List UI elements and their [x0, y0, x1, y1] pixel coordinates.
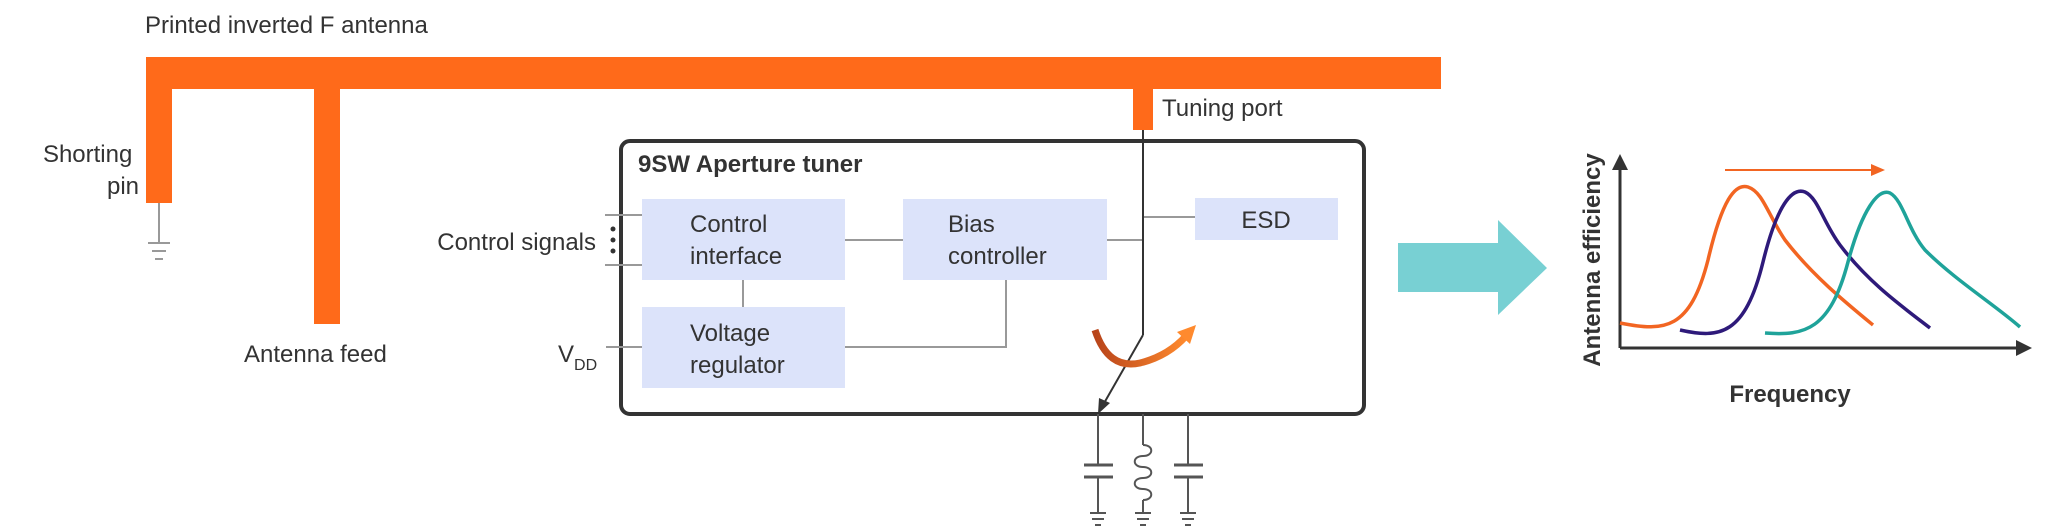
- internal-wiring: [742, 216, 1195, 348]
- shorting-pin-label: Shorting pin: [43, 141, 139, 200]
- x-axis-arrowhead: [2016, 340, 2032, 356]
- tuning-port-label: Tuning port: [1162, 95, 1283, 122]
- ellipsis-dot: [610, 226, 616, 232]
- control-signal-inputs: Control signals: [437, 214, 642, 266]
- efficiency-curve-2: [1679, 189, 1932, 336]
- tuner-title: 9SW Aperture tuner: [638, 151, 862, 178]
- antenna-structure: Printed inverted F antenna Shorting pin …: [43, 12, 1441, 368]
- transition-arrow-icon: [1398, 220, 1547, 315]
- efficiency-plot: Antenna efficiency Frequency: [1579, 153, 2032, 408]
- esd-label: ESD: [1241, 207, 1290, 234]
- ellipsis-dot: [610, 248, 616, 254]
- tuner-outline: [619, 139, 1366, 416]
- antenna-feed: [314, 57, 340, 324]
- esd-block: [1195, 198, 1338, 240]
- antenna-top-arm: [146, 57, 1441, 89]
- plot-ylabel: Antenna efficiency: [1579, 153, 1606, 367]
- ground-icon: [148, 203, 170, 260]
- switching-arrow-head: [1177, 325, 1196, 344]
- bias-controller-block: [903, 199, 1107, 280]
- vdd-label: VDD: [558, 341, 597, 374]
- inductor-icon: [1133, 444, 1153, 501]
- rf-switch: [1091, 130, 1196, 414]
- shorting-pin: [146, 57, 172, 203]
- switching-arrow-icon: [1091, 328, 1189, 368]
- control-signals-label: Control signals: [437, 229, 596, 256]
- aperture-tuner: 9SW Aperture tuner Control interface Bia…: [437, 130, 1366, 416]
- voltage-regulator-label: Voltage regulator: [690, 320, 785, 379]
- efficiency-curve-1: [1619, 184, 1875, 329]
- tuning-component-bank: [1084, 414, 1203, 526]
- vdd-input: VDD: [558, 341, 642, 374]
- bias-controller-label: Bias controller: [948, 211, 1047, 270]
- control-interface-block: [642, 199, 845, 280]
- tuning-port-stub: [1133, 57, 1153, 130]
- plot-xlabel: Frequency: [1729, 381, 1851, 408]
- control-interface-label: Control interface: [690, 211, 782, 270]
- voltage-regulator-block: [642, 307, 845, 388]
- antenna-feed-label: Antenna feed: [244, 341, 387, 368]
- switch-arrow-head: [1098, 398, 1110, 414]
- y-axis-arrowhead: [1612, 154, 1628, 170]
- antenna-title: Printed inverted F antenna: [145, 12, 428, 39]
- ellipsis-dot: [610, 237, 616, 243]
- efficiency-curve-3: [1764, 190, 2022, 336]
- frequency-shift-arrowhead: [1871, 164, 1885, 176]
